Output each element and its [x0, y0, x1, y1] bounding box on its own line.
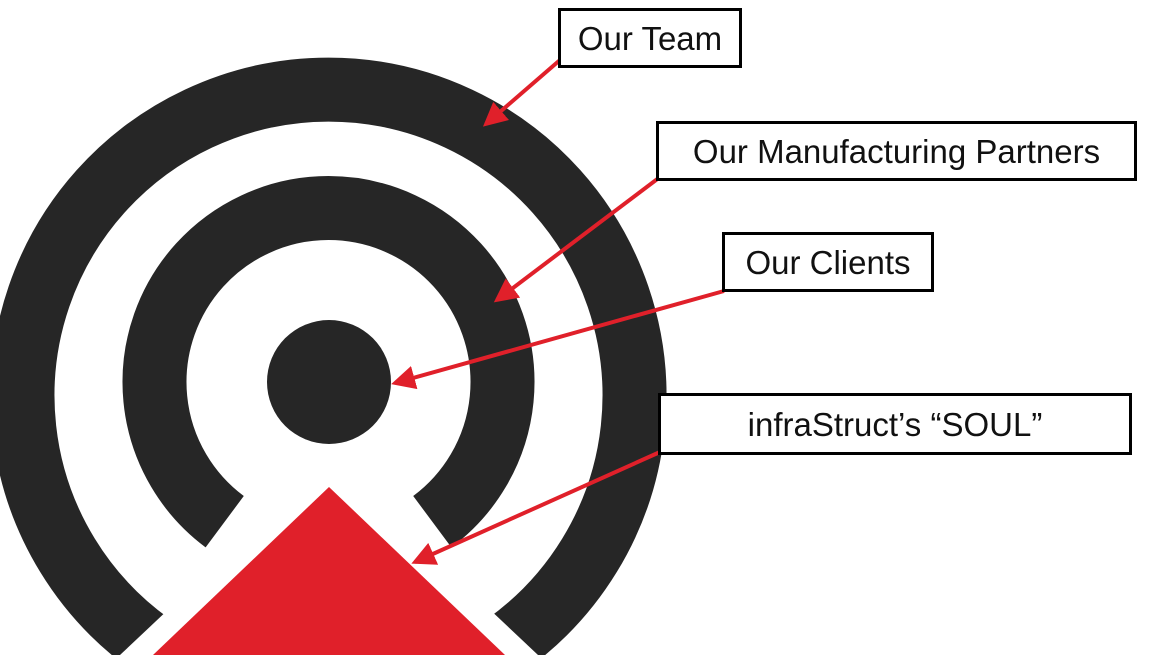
arrow-team [482, 58, 562, 127]
infrastruct-soul-label-box: infraStruct’s “SOUL” [658, 393, 1132, 455]
our-clients-label: Our Clients [745, 243, 911, 281]
arrow-soul [411, 450, 661, 565]
our-team-label-box: Our Team [558, 8, 742, 68]
arrow-clients [391, 289, 725, 390]
our-clients-label-box: Our Clients [722, 232, 934, 292]
outer-ring [0, 57, 667, 655]
manufacturing-partners-label: Our Manufacturing Partners [692, 132, 1101, 170]
soul-triangle [153, 487, 505, 655]
infrastruct-soul-label: infraStruct’s “SOUL” [747, 405, 1043, 443]
manufacturing-partners-label-box: Our Manufacturing Partners [656, 121, 1137, 181]
middle-ring [122, 176, 535, 548]
arrow-partners [493, 175, 662, 303]
our-team-label: Our Team [577, 19, 723, 57]
center-dot [267, 320, 391, 444]
